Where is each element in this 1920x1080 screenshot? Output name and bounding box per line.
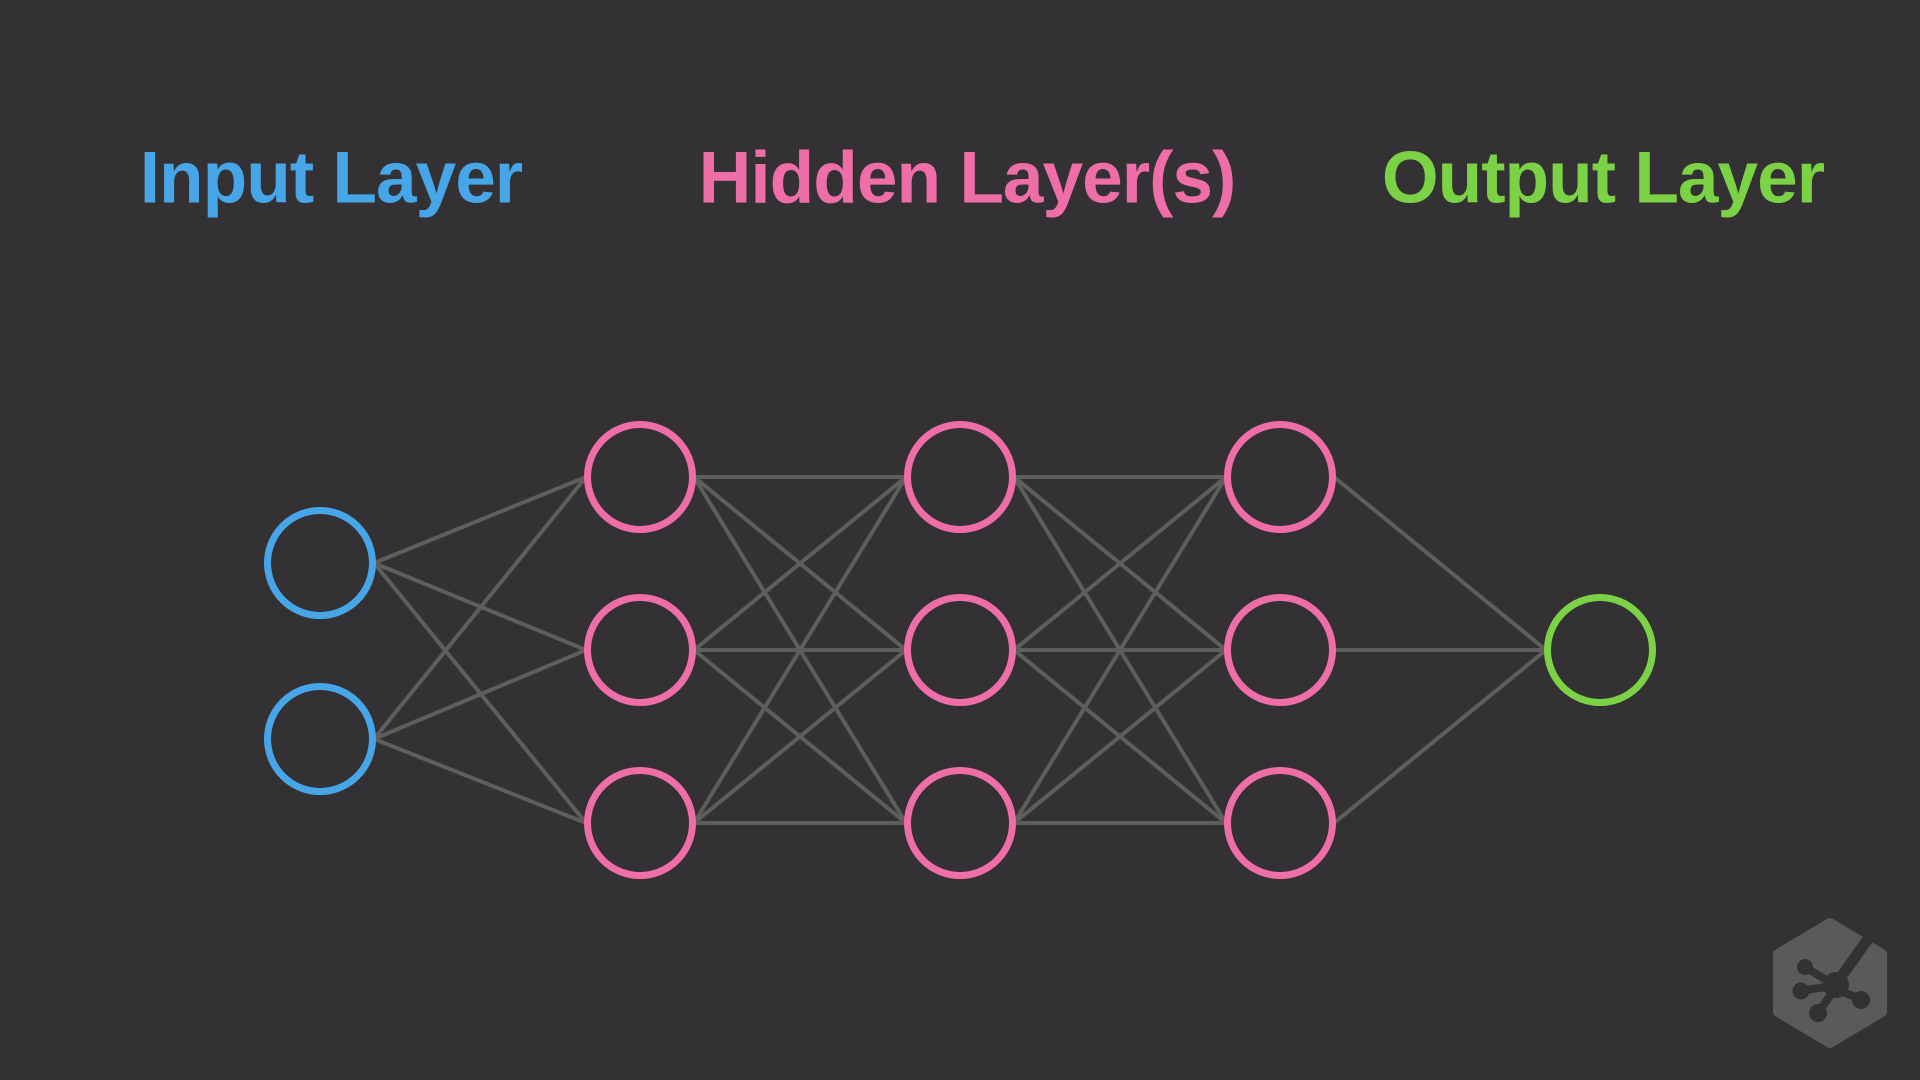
- watermark-logo: [1773, 918, 1887, 1048]
- connection-line: [692, 475, 908, 825]
- connection-line: [373, 648, 587, 741]
- hidden-node: [1224, 767, 1336, 879]
- connection-line: [692, 648, 908, 825]
- connection-line: [1012, 475, 1228, 652]
- input-node: [264, 683, 376, 795]
- connection-line: [372, 475, 588, 741]
- hidden-node: [1224, 421, 1336, 533]
- connection-line: [1332, 475, 1548, 652]
- connection-line: [692, 475, 908, 652]
- connection-line: [1012, 475, 1228, 825]
- hidden-node: [584, 594, 696, 706]
- hidden-node: [1224, 594, 1336, 706]
- hidden-node: [584, 767, 696, 879]
- output-node: [1544, 594, 1656, 706]
- hidden-node: [904, 421, 1016, 533]
- input-node: [264, 507, 376, 619]
- frog-foot-icon: [1792, 930, 1876, 1022]
- connection-line: [1012, 648, 1228, 825]
- connection-line: [373, 475, 587, 565]
- hidden-node: [904, 767, 1016, 879]
- input-layer-title: Input Layer: [139, 137, 523, 219]
- hidden-node: [584, 421, 696, 533]
- output-layer-title: Output Layer: [1381, 137, 1825, 219]
- connection-line: [1332, 648, 1548, 825]
- hidden-node: [904, 594, 1016, 706]
- connection-lines: [372, 475, 1548, 825]
- connection-line: [373, 737, 587, 825]
- neuron-nodes: [264, 421, 1656, 879]
- hidden-layer-title: Hidden Layer(s): [698, 137, 1237, 219]
